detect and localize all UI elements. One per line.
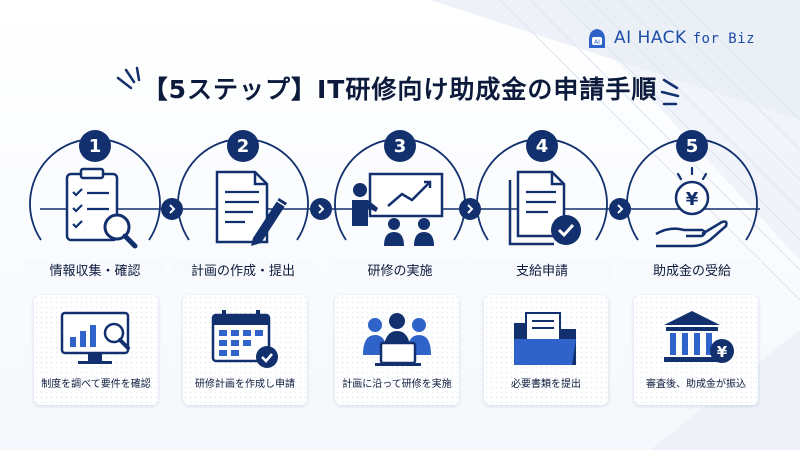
svg-text:¥: ¥ — [717, 343, 728, 361]
svg-text:AI: AI — [594, 39, 600, 46]
page-title: 【5ステップ】IT研修向け助成金の申請手順 — [142, 75, 658, 104]
step-number-badge: 5 — [676, 130, 708, 162]
bank-yen-icon: ¥ — [664, 311, 734, 363]
brand-name: AI HACK for Biz — [614, 28, 756, 48]
folder-documents-icon — [514, 312, 576, 365]
team-laptop-icon — [363, 313, 431, 366]
step-number-badge: 3 — [384, 130, 416, 162]
step-caption: 制度を調べて要件を確認 — [41, 379, 151, 390]
step-number-badge: 2 — [227, 130, 259, 162]
presentation-icon — [352, 172, 444, 246]
step-label: 助成金の受給 — [622, 260, 762, 279]
brand-logo: AI AI HACK for Biz — [586, 26, 755, 50]
chevron-right-icon — [609, 198, 631, 220]
yen-coin-hand-icon: ¥ — [655, 166, 728, 248]
checklist-magnifier-icon — [65, 167, 138, 249]
step-card-1: 制度を調べて要件を確認 — [34, 295, 158, 405]
chevron-right-icon — [161, 198, 183, 220]
document-pen-icon — [215, 170, 287, 246]
step-caption: 審査後、助成金が振込 — [646, 379, 746, 390]
monitor-chart-icon — [60, 311, 130, 364]
step-label: 計画の作成・提出 — [173, 260, 313, 279]
step-label: 研修の実施 — [330, 260, 470, 279]
step-card-2: 研修計画を作成し申請 — [183, 295, 307, 405]
calendar-check-icon — [211, 310, 278, 368]
document-check-icon — [508, 170, 581, 246]
robot-head-icon: AI — [589, 29, 605, 48]
step-card-4: 必要書類を提出 — [484, 295, 608, 405]
step-number-badge: 4 — [526, 130, 558, 162]
step-card-3: 計画に沿って研修を実施 — [335, 295, 459, 405]
step-label: 情報収集・確認 — [25, 260, 165, 279]
step-label: 支給申請 — [472, 260, 612, 279]
step-number-badge: 1 — [79, 130, 111, 162]
chevron-right-icon — [459, 198, 481, 220]
step-card-5: ¥ 審査後、助成金が振込 — [634, 295, 758, 405]
step-caption: 研修計画を作成し申請 — [195, 379, 295, 390]
svg-text:¥: ¥ — [686, 189, 699, 210]
chevron-right-icon — [310, 198, 332, 220]
step-caption: 計画に沿って研修を実施 — [342, 379, 452, 390]
step-caption: 必要書類を提出 — [511, 379, 581, 390]
